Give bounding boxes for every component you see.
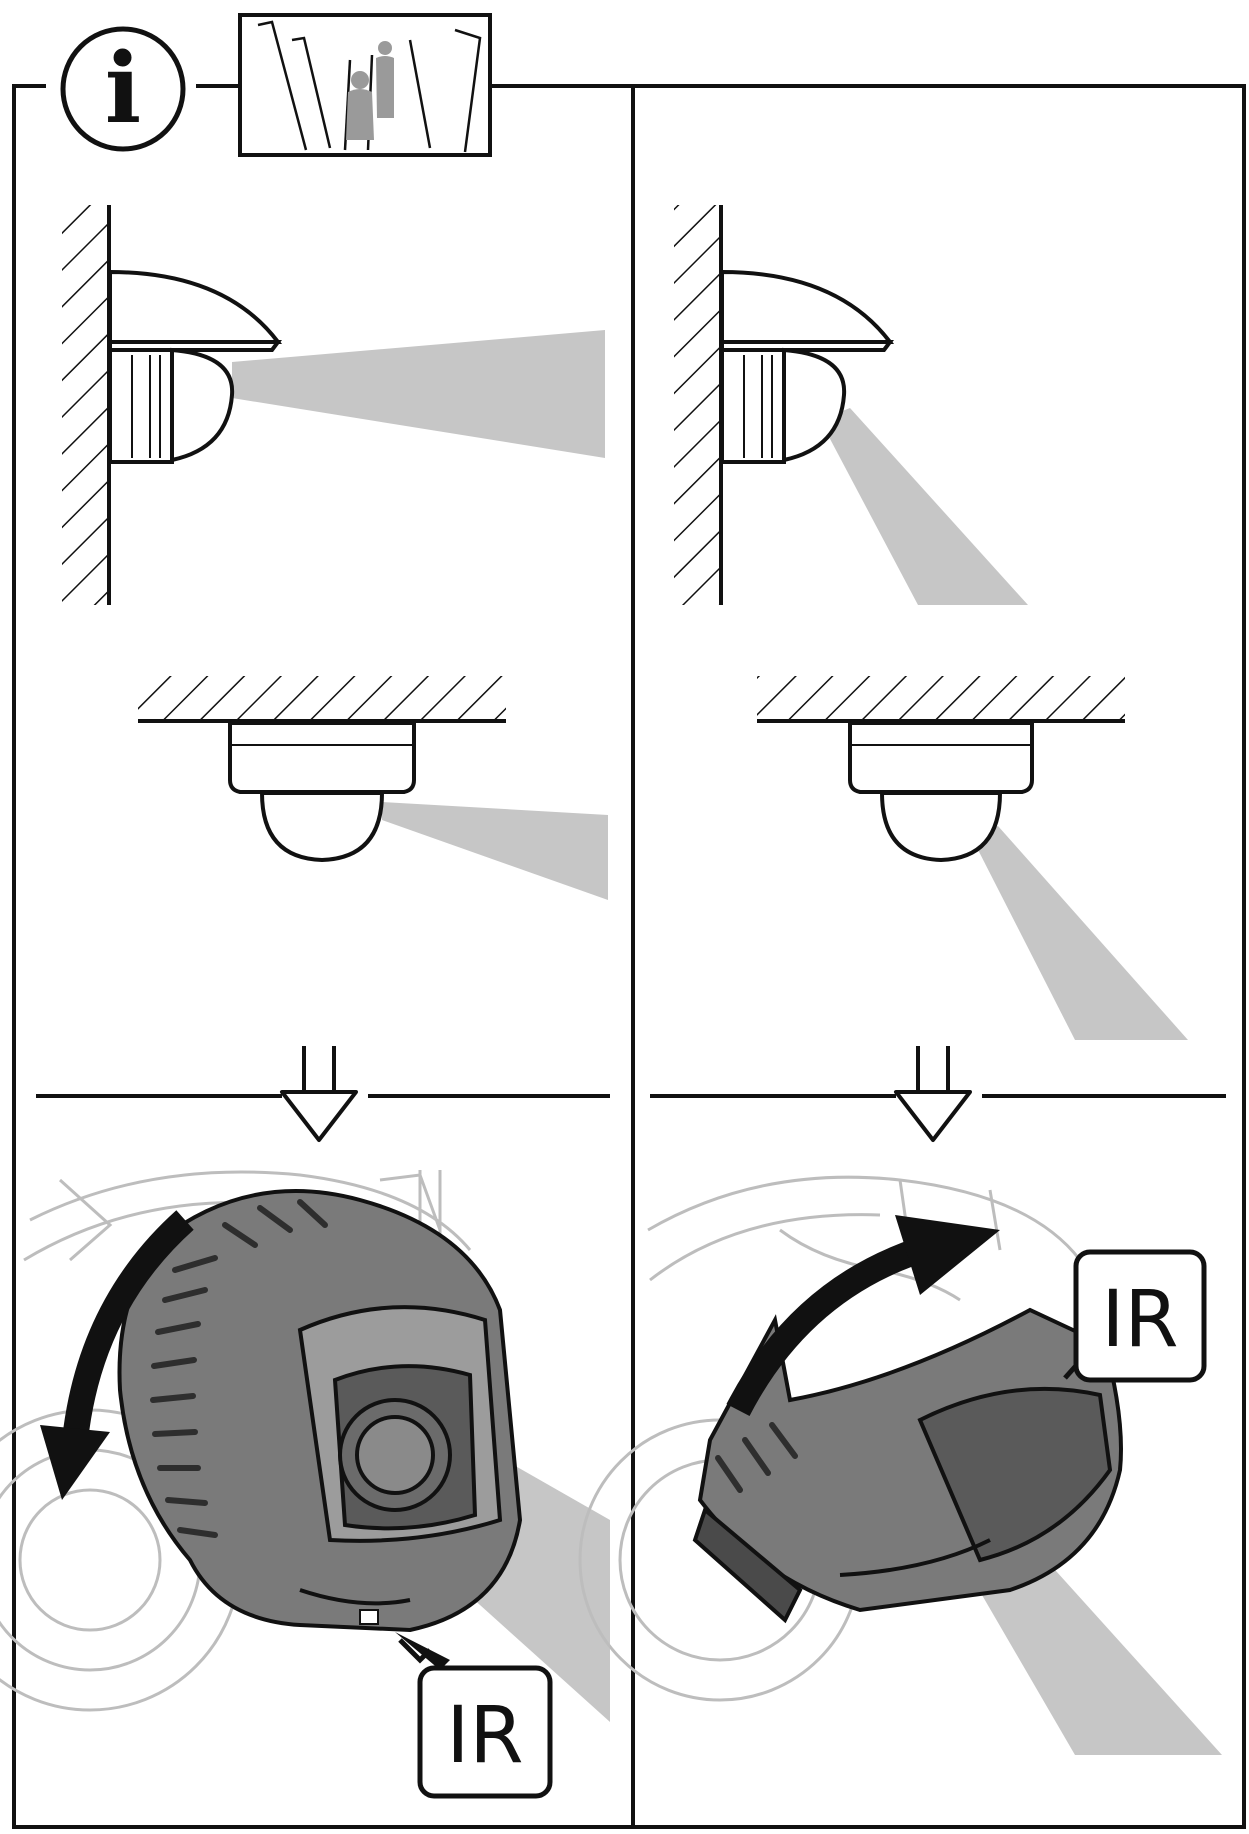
info-icon: i bbox=[46, 26, 196, 152]
ir-label: IR bbox=[446, 1691, 523, 1781]
rotate-counterclockwise-arrow-icon bbox=[40, 1210, 194, 1500]
wall-mount-horizontal bbox=[62, 205, 605, 605]
wall-mount-tilted bbox=[674, 205, 1028, 605]
ir-badge-left: IR bbox=[417, 1665, 553, 1799]
double-arrow-down-icon bbox=[280, 1046, 358, 1142]
view-beam bbox=[232, 330, 605, 458]
ir-badge-right: IR bbox=[1073, 1249, 1207, 1383]
step-divider-right bbox=[650, 1046, 1226, 1142]
ir-label: IR bbox=[1101, 1275, 1178, 1365]
ceiling-mount-horizontal bbox=[138, 676, 608, 900]
rotate-clockwise-arrow-icon bbox=[726, 1215, 1000, 1416]
double-arrow-down-icon bbox=[894, 1046, 972, 1142]
view-beam bbox=[820, 408, 1028, 605]
corridor-view-icon bbox=[238, 13, 492, 157]
step-divider-left bbox=[36, 1046, 610, 1142]
view-beam bbox=[972, 826, 1188, 1040]
camera-module-left: IR bbox=[0, 1170, 610, 1799]
camera-module-right: IR bbox=[578, 1175, 1222, 1755]
panel-frames bbox=[12, 84, 1246, 1829]
ceiling-mount-tilted bbox=[757, 676, 1188, 1040]
view-beam bbox=[382, 802, 608, 900]
info-symbol: i bbox=[105, 32, 141, 145]
